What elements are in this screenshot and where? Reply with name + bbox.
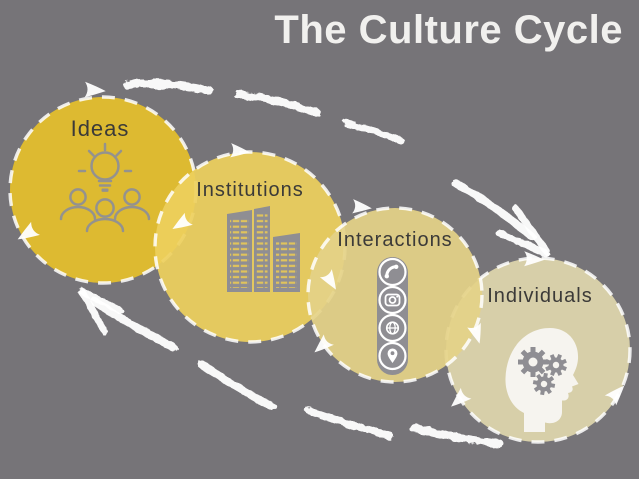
communication-bar-icon — [377, 257, 408, 375]
gear-icon — [532, 372, 556, 396]
gear-icon — [518, 347, 548, 377]
location-pin-icon — [378, 341, 407, 371]
stage-label-institutions: Institutions — [196, 179, 304, 201]
globe-icon — [378, 313, 407, 343]
camera-icon — [378, 285, 407, 315]
head-gears-icon — [505, 328, 579, 432]
stage-label-individuals: Individuals — [487, 285, 593, 307]
stage-label-ideas: Ideas — [70, 116, 130, 141]
buildings-icon — [227, 206, 300, 292]
phone-icon — [378, 257, 407, 287]
chalk-bottom-arc-arrow — [77, 287, 504, 448]
chalk-top-arc-arrow — [123, 79, 551, 257]
page-title: The Culture Cycle — [274, 8, 623, 52]
lightbulb-people-icon — [59, 142, 151, 233]
gear-icon — [545, 354, 567, 376]
stage-label-interactions: Interactions — [337, 229, 453, 251]
